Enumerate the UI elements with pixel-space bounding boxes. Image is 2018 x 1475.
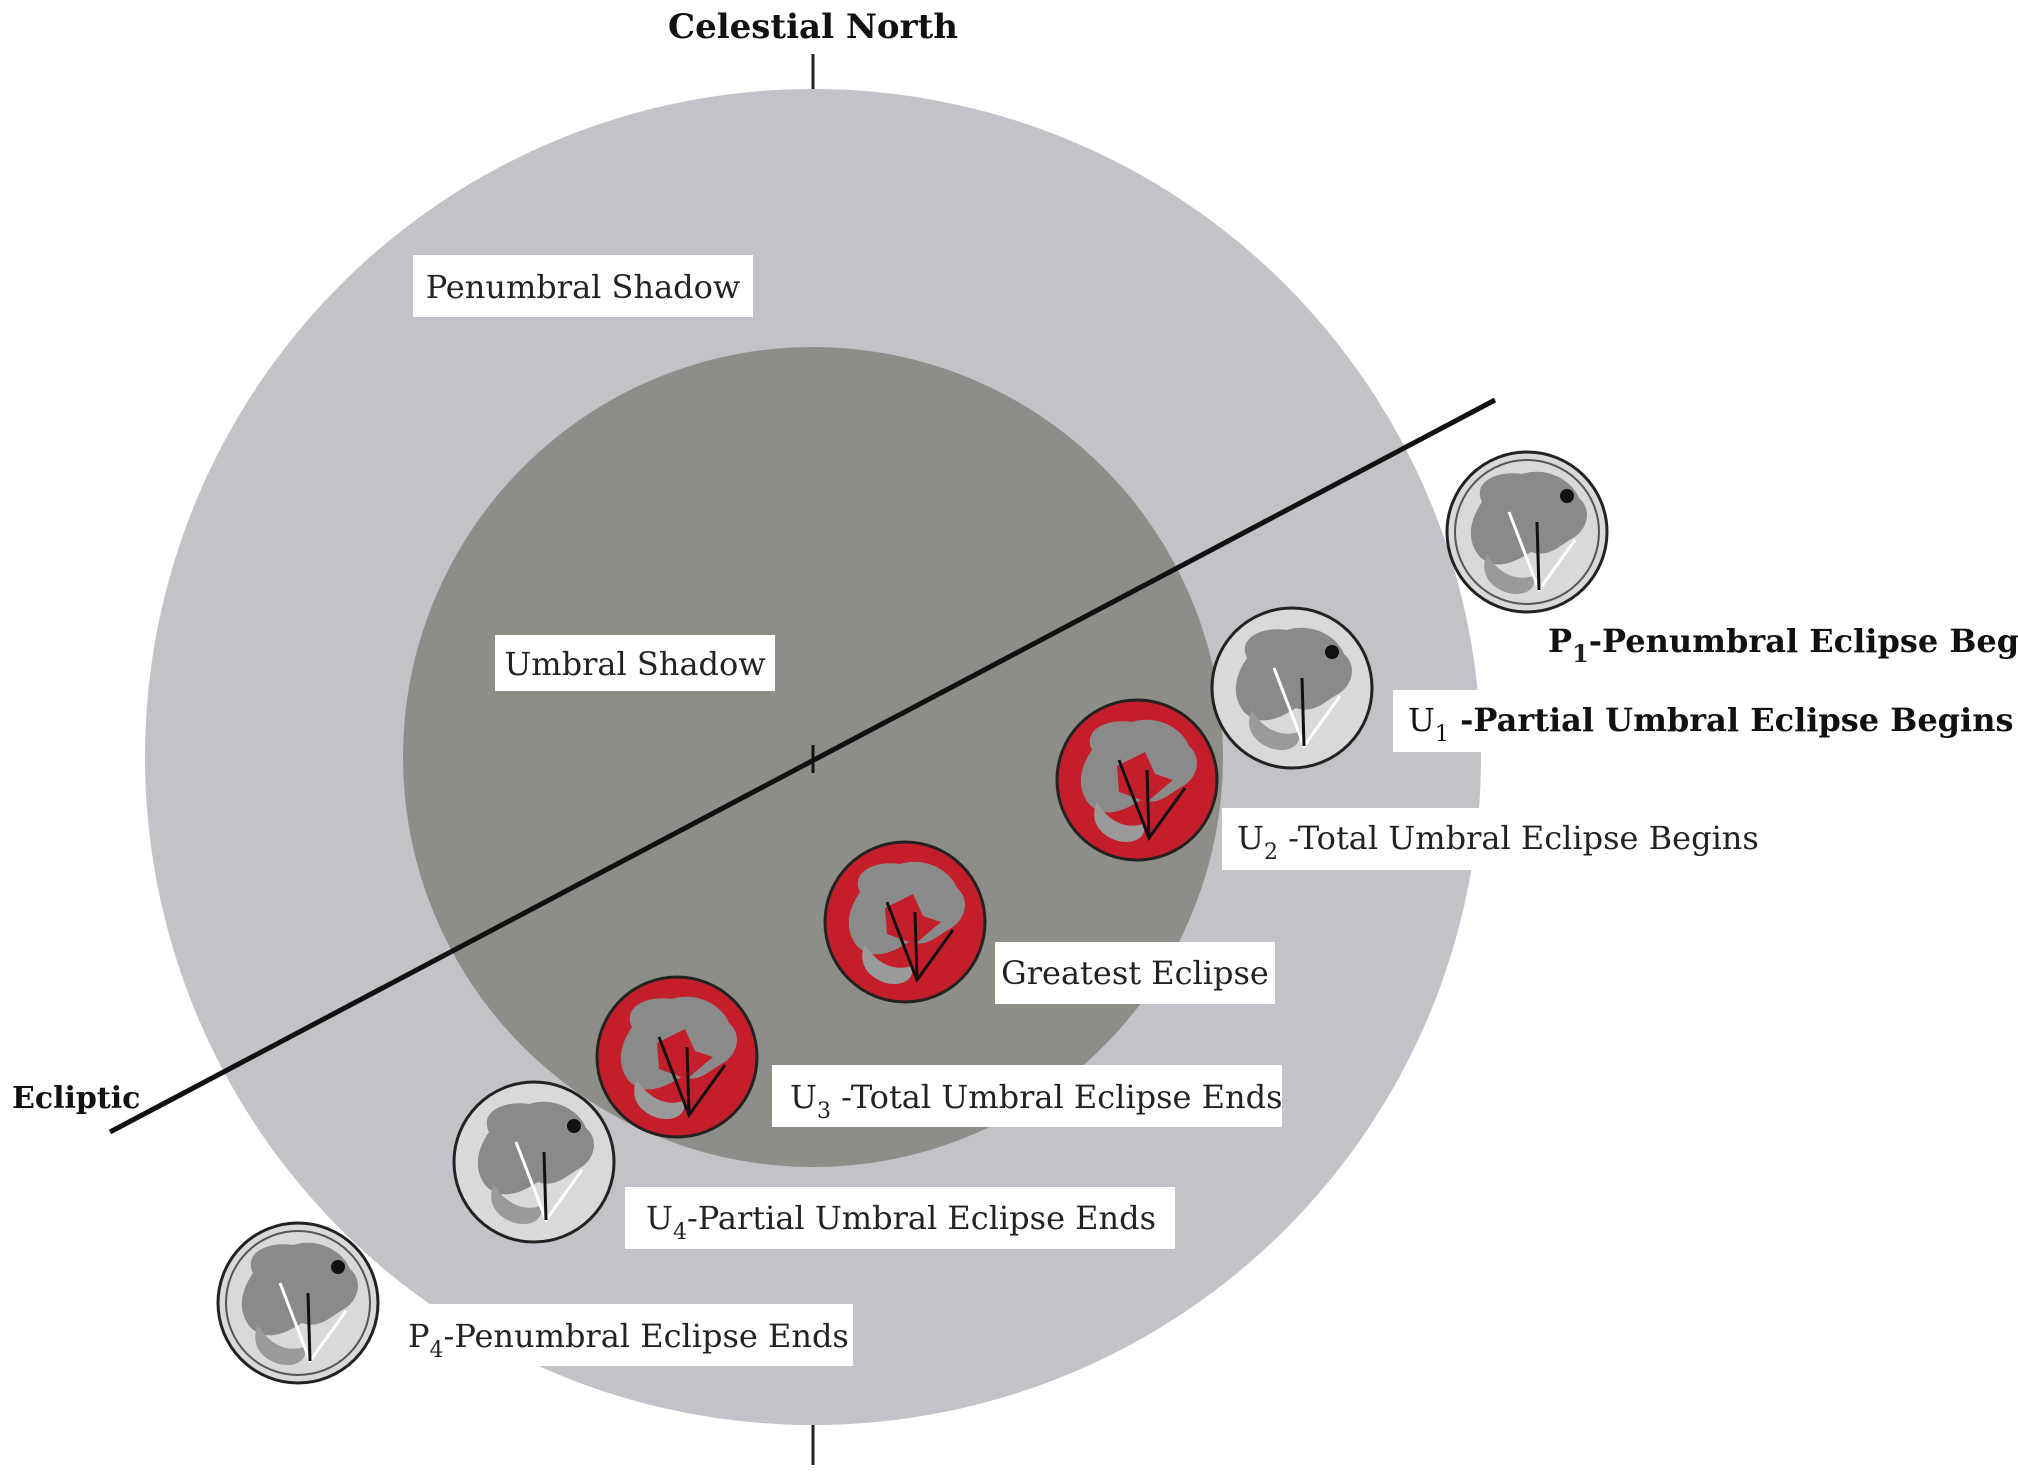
moon-icon-u1 [1210,606,1374,770]
svg-text:Penumbral Shadow: Penumbral Shadow [426,268,741,306]
contact-label-u3: U3 -Total Umbral Eclipse Ends [772,1065,1283,1127]
svg-text:P4-Penumbral Eclipse Ends: P4-Penumbral Eclipse Ends [408,1317,849,1363]
ecliptic-line [108,397,1497,1135]
contact-label-u1: U1 -Partial Umbral Eclipse Begins [1393,690,2013,752]
svg-text:U3 -Total Umbral Eclipse Ends: U3 -Total Umbral Eclipse Ends [790,1078,1283,1124]
umbral-shadow-label: Umbral Shadow [495,635,775,691]
moon-icon-greatest [823,840,987,1004]
svg-text:Greatest Eclipse: Greatest Eclipse [1001,954,1269,992]
contact-label-u2: U2 -Total Umbral Eclipse Begins [1222,808,1759,870]
svg-text:U4-Partial Umbral Eclipse Ends: U4-Partial Umbral Eclipse Ends [646,1199,1156,1245]
svg-text:U2 -Total Umbral Eclipse Begin: U2 -Total Umbral Eclipse Begins [1237,819,1759,865]
svg-text:U1 -Partial Umbral Eclipse Beg: U1 -Partial Umbral Eclipse Begins [1408,701,2013,747]
moon-icon-u4 [452,1080,616,1244]
svg-text:Umbral Shadow: Umbral Shadow [504,645,765,683]
ecliptic-label: Ecliptic [12,1081,140,1116]
svg-text:P1-Penumbral Eclipse Begins: P1-Penumbral Eclipse Begins [1548,622,2018,668]
moon-icon-u3 [595,975,759,1139]
contact-label-p4: P4-Penumbral Eclipse Ends [398,1304,853,1366]
celestial-north-label: Celestial North [668,7,958,47]
penumbral-shadow-label: Penumbral Shadow [413,255,753,317]
contact-label-u4: U4-Partial Umbral Eclipse Ends [625,1187,1175,1249]
moon-icon-p1 [1445,450,1609,614]
moon-icon-p4 [216,1221,380,1385]
contact-label-greatest: Greatest Eclipse [995,942,1275,1004]
contact-label-p1: P1-Penumbral Eclipse Begins [1548,622,2018,668]
moon-icon-u2 [1055,698,1219,862]
